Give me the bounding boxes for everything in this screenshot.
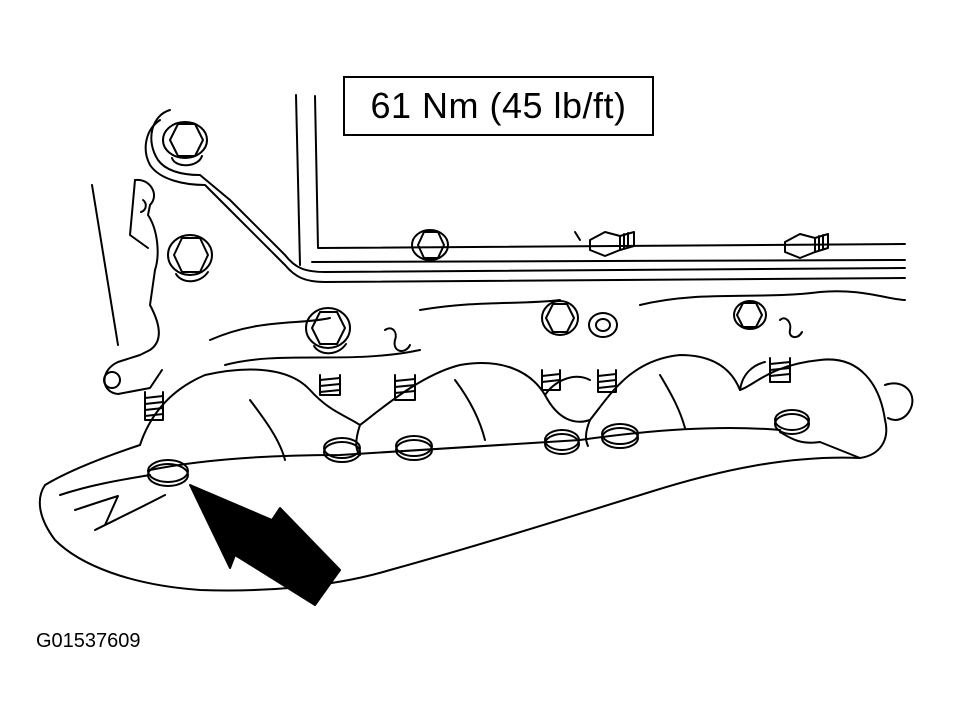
bolt-icon <box>163 122 207 165</box>
bolt-icon <box>412 230 448 260</box>
stud-icon <box>320 375 340 395</box>
figure-id: G01537609 <box>36 630 141 652</box>
engine-block-outline <box>92 95 905 365</box>
nut-icon <box>589 313 617 337</box>
nut-icon <box>396 436 432 460</box>
bolt-icon <box>168 235 212 281</box>
stud-icon <box>145 392 163 420</box>
stud-icon <box>395 375 415 400</box>
stud-icon <box>598 370 616 392</box>
bolt-icon <box>734 301 766 329</box>
manifold-body <box>40 355 913 590</box>
torque-label: 61 Nm (45 lb/ft) <box>370 85 627 126</box>
head-bolts <box>306 301 802 353</box>
nut-icon <box>324 438 360 462</box>
manifold-studs <box>145 358 790 420</box>
bolt-icon <box>542 301 578 335</box>
bolt-icon <box>306 308 350 353</box>
nut-icon <box>775 410 809 434</box>
manifold-nuts <box>148 410 809 486</box>
torque-callout: 61 Nm (45 lb/ft) <box>343 76 654 136</box>
tube-line <box>146 110 905 282</box>
callout-arrow <box>190 485 340 605</box>
stud-icon <box>785 234 828 258</box>
stud-icon <box>590 232 634 256</box>
stud-icon <box>542 370 560 390</box>
nut-icon <box>545 430 579 454</box>
stud-icon <box>770 358 790 382</box>
nut-icon <box>148 460 188 486</box>
mounting-bracket <box>104 180 162 394</box>
upper-bolts <box>163 122 828 281</box>
nut-icon <box>602 424 638 448</box>
